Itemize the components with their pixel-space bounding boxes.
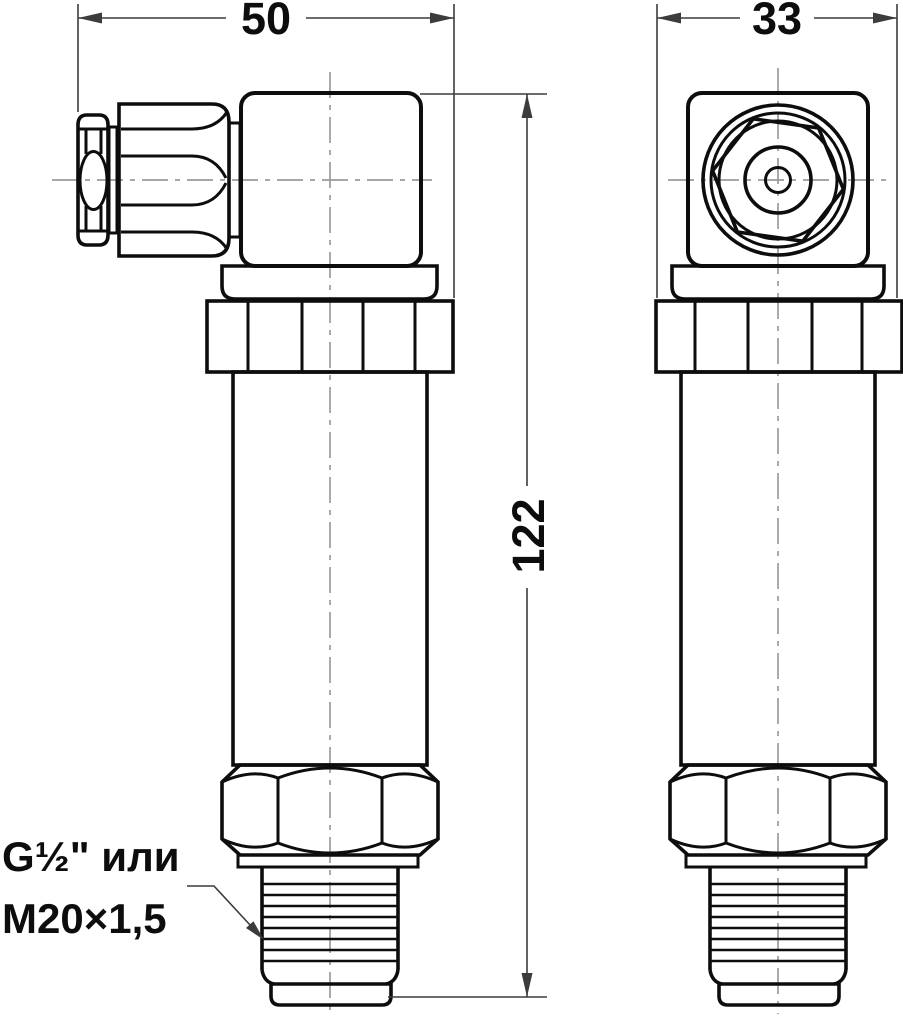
gland-hex-front xyxy=(710,116,846,244)
dim-50-value: 50 xyxy=(241,0,291,44)
thread-leader-line xyxy=(187,885,252,927)
dimension-50: 50 xyxy=(77,0,455,298)
thread-label-line2: M20×1,5 xyxy=(2,895,167,942)
gland-front-face xyxy=(701,103,855,257)
thread-callout: G½" или M20×1,5 xyxy=(2,833,264,942)
cable-gland-nut xyxy=(76,113,110,247)
stud-tip-side xyxy=(269,982,393,1007)
cable-hole xyxy=(764,166,792,194)
lower-hex-nut-side xyxy=(220,763,440,857)
dim-50-arrow-left xyxy=(78,12,102,24)
stud-tip-front xyxy=(717,982,841,1007)
dim-50-arrow-right xyxy=(430,12,454,24)
thread-washer-side xyxy=(236,853,420,869)
adapter-plate-side xyxy=(220,264,439,301)
dimension-33: 33 xyxy=(656,0,898,298)
dim-33-value: 33 xyxy=(752,0,802,44)
dim-33-arrow-left xyxy=(657,12,681,24)
thread-leader-arrow xyxy=(246,921,264,940)
dim-122-arrow-bottom xyxy=(521,973,533,997)
side-view xyxy=(52,72,455,1014)
dim-33-arrow-right xyxy=(873,12,897,24)
thread-label-line1: G½" или xyxy=(2,833,180,880)
front-view xyxy=(654,68,903,1014)
dim-122-arrow-top xyxy=(521,94,533,118)
cable-gland-cone xyxy=(117,102,231,258)
dimension-122: 122 xyxy=(388,93,554,998)
threaded-stud-front xyxy=(708,867,848,1007)
lower-hex-nut-front xyxy=(668,763,888,857)
gland-washer xyxy=(107,125,119,235)
threaded-stud-side xyxy=(260,867,400,1007)
dim-122-value: 122 xyxy=(503,498,554,573)
thread-washer-front xyxy=(684,853,868,869)
upper-hex-band-front xyxy=(654,299,903,374)
adapter-plate-front xyxy=(670,264,886,301)
